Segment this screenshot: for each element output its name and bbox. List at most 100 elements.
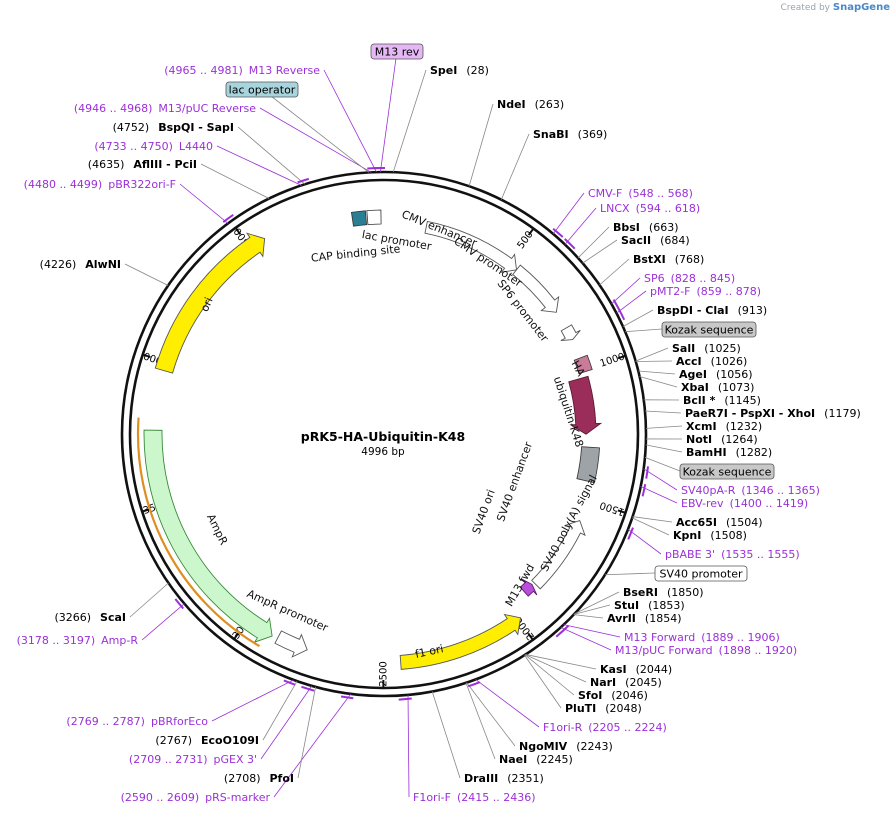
site-name: BstXI <box>633 253 666 266</box>
enzyme-site-nari: NarI(2045) <box>590 676 662 689</box>
enzyme-site-alwni: (4226)AlwNI <box>40 258 121 271</box>
leader-line <box>635 347 669 362</box>
site-pos: (594 .. 618) <box>636 202 701 215</box>
site-pos: (684) <box>660 234 690 247</box>
site-pos: (2044) <box>636 663 673 676</box>
leader-line <box>260 685 313 760</box>
tick-mark <box>527 227 535 236</box>
site-pos: (1853) <box>648 599 685 612</box>
site-pos: (2769 .. 2787) <box>66 715 145 728</box>
site-pos: (2045) <box>625 676 662 689</box>
primer-marks <box>174 167 650 701</box>
site-pos: (1056) <box>716 368 753 381</box>
enzyme-site-bseri: BseRI(1850) <box>623 586 704 599</box>
enzyme-site-ndei: NdeI(263) <box>497 98 564 111</box>
site-name: SV40pA-R <box>681 484 736 497</box>
leader-line <box>273 693 352 798</box>
feature-label-f1-ori: f1 ori <box>414 642 445 661</box>
enzyme-site-bcli: BclI *(1145) <box>683 394 761 407</box>
site-pos: (1508) <box>710 529 747 542</box>
leader-line <box>616 290 647 314</box>
site-pos: (3178 .. 3197) <box>17 634 96 647</box>
enzyme-site-acc65i: Acc65I(1504) <box>676 516 763 529</box>
site-name: SalI <box>672 342 695 355</box>
site-name: PluTI <box>565 702 596 715</box>
site-name: PaeR7I <box>685 407 728 420</box>
primer-mark <box>283 679 296 686</box>
leader-line <box>632 516 673 523</box>
site-pos: (2351) <box>507 772 544 785</box>
site-pos: (1264) <box>721 433 758 446</box>
site-name: ScaI <box>100 611 126 624</box>
site-name: AccI <box>676 355 702 368</box>
leader-line <box>141 603 185 641</box>
boxed-label-m13-rev: M13 rev <box>375 46 420 59</box>
enzyme-site-pfoi: (2708)PfoI <box>224 772 294 785</box>
primer-mark <box>398 697 412 701</box>
feature-label-sv40-enhancer: SV40 enhancer <box>494 440 535 524</box>
leader-line <box>468 103 494 187</box>
leader-line <box>573 614 604 619</box>
site-name: Amp-R <box>101 634 138 647</box>
tick-mark <box>233 631 240 640</box>
site-pos: (1346 .. 1365) <box>741 484 820 497</box>
label-box <box>370 43 424 60</box>
enzyme-site-bstxi: BstXI(768) <box>633 253 704 266</box>
site-name: Acc65I <box>676 516 717 529</box>
leader-line <box>259 107 372 173</box>
tick-label: 2500 <box>378 661 389 686</box>
site-pos: (1145) <box>724 394 761 407</box>
leader-line <box>627 528 662 555</box>
leader-line <box>611 277 641 305</box>
primer-mark <box>555 627 567 638</box>
site-pos: (263) <box>535 98 565 111</box>
box-leader <box>625 328 663 333</box>
site-name: NaeI <box>499 753 527 766</box>
leader-line <box>564 207 597 245</box>
cap-binding-site-feature <box>350 210 368 227</box>
site-pos: (1232) <box>726 420 763 433</box>
box-leader <box>379 50 398 173</box>
leader-line <box>297 686 316 779</box>
credit-prefix: Created by <box>780 3 830 13</box>
leader-line <box>638 370 676 375</box>
leader-line <box>129 582 169 618</box>
ampr-promoter-feature <box>274 630 308 658</box>
cmv-promoter-feature <box>512 264 560 313</box>
site-name: pRS-marker <box>205 791 270 804</box>
enzyme-site-bbsi: BbsI(663) <box>613 221 679 234</box>
leader-line <box>211 679 294 722</box>
ampr-orf-outline <box>136 417 261 648</box>
sv40-polya-feature <box>576 446 600 484</box>
primer-site-amp-r: (3178 .. 3197) Amp-R <box>17 634 139 647</box>
enzyme-site-xbai: XbaI(1073) <box>681 381 754 394</box>
feature-label-sv40-ori: SV40 ori <box>470 488 498 536</box>
tick-mark <box>527 632 534 641</box>
site-pos: (1282) <box>736 446 773 459</box>
primer-mark <box>297 177 310 184</box>
site-suffix: - PciI <box>162 158 197 171</box>
leader-line <box>552 192 585 235</box>
leader-line <box>237 126 306 185</box>
enzyme-site-xcmi: XcmI(1232) <box>686 420 762 433</box>
primer-site-m13-puc-reverse: (4946 .. 4968)M13/pUC Reverse <box>74 102 256 115</box>
site-pos: (1850) <box>667 586 704 599</box>
site-pos: (1889 .. 1906) <box>701 631 780 644</box>
enzyme-site-bamhi: BamHI(1282) <box>686 446 772 459</box>
leader-line <box>645 425 683 429</box>
leader-line <box>525 654 587 683</box>
enzyme-site-bspqi: (4752)BspQI - SapI <box>113 121 234 134</box>
enzyme-site-ecoo109i: (2767)EcoO109I <box>155 734 259 747</box>
feature-label-cap-binding-site: CAP binding site <box>310 242 401 264</box>
primer-site-m13-reverse: (4965 .. 4981)M13 Reverse <box>164 64 320 77</box>
site-name: AgeI <box>679 368 707 381</box>
site-pos: (913) <box>738 304 768 317</box>
site-pos: (2046) <box>611 689 648 702</box>
tick-mark <box>141 508 151 513</box>
leader-line <box>574 591 620 615</box>
boxed-label-sv40-promoter: SV40 promoter <box>659 568 743 581</box>
site-pos: (859 .. 878) <box>697 285 762 298</box>
site-name: SnaBI <box>533 128 569 141</box>
primer-site-f1ori-f: F1ori-F(2415 .. 2436) <box>413 791 536 804</box>
site-pos: (1179) <box>824 407 861 420</box>
